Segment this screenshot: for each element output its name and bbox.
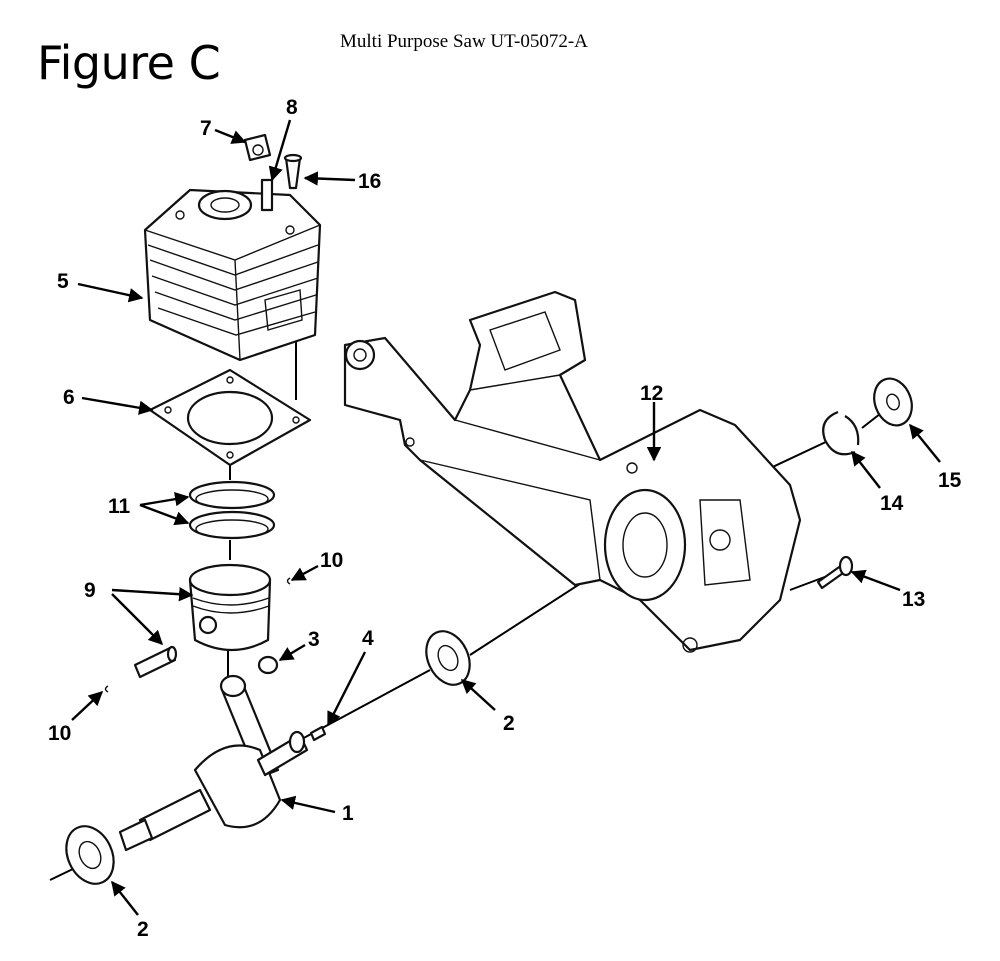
crankcase-frame [343,290,802,653]
callout-arrows [71,119,941,916]
callout-6: 6 [63,386,75,409]
callout-2-left: 2 [137,918,149,941]
callout-5: 5 [57,270,69,293]
callout-10-bottom: 10 [48,722,71,745]
main-bearing-right [425,630,471,686]
callout-2-right: 2 [503,712,515,735]
callout-10-top: 10 [320,549,343,572]
callout-labels: 1 2 2 3 4 5 6 7 8 9 10 10 11 12 13 14 15… [48,96,962,941]
callout-12: 12 [640,382,663,405]
callout-4: 4 [362,627,374,650]
callout-3: 3 [308,628,320,651]
callout-11: 11 [108,495,131,518]
callout-16: 16 [358,170,381,193]
callout-9: 9 [84,579,96,602]
callout-1: 1 [342,802,354,825]
callout-7: 7 [200,117,212,140]
cylinder [143,188,322,362]
callout-8: 8 [286,96,298,119]
piston [188,563,272,651]
piston-pin-parts [104,577,327,742]
callout-15: 15 [938,469,962,492]
callout-13: 13 [902,588,925,611]
crankshaft [118,674,309,852]
main-bearing-left [65,825,115,885]
oil-seal [873,377,913,427]
callout-14: 14 [880,492,904,515]
screw [816,555,854,590]
document-title: Multi Purpose Saw UT-05072-A [340,31,588,52]
figure-label: Figure C [37,36,221,90]
circlip [822,410,860,456]
cylinder-gasket [148,368,312,467]
small-fittings [243,133,303,212]
piston-rings [188,480,276,540]
